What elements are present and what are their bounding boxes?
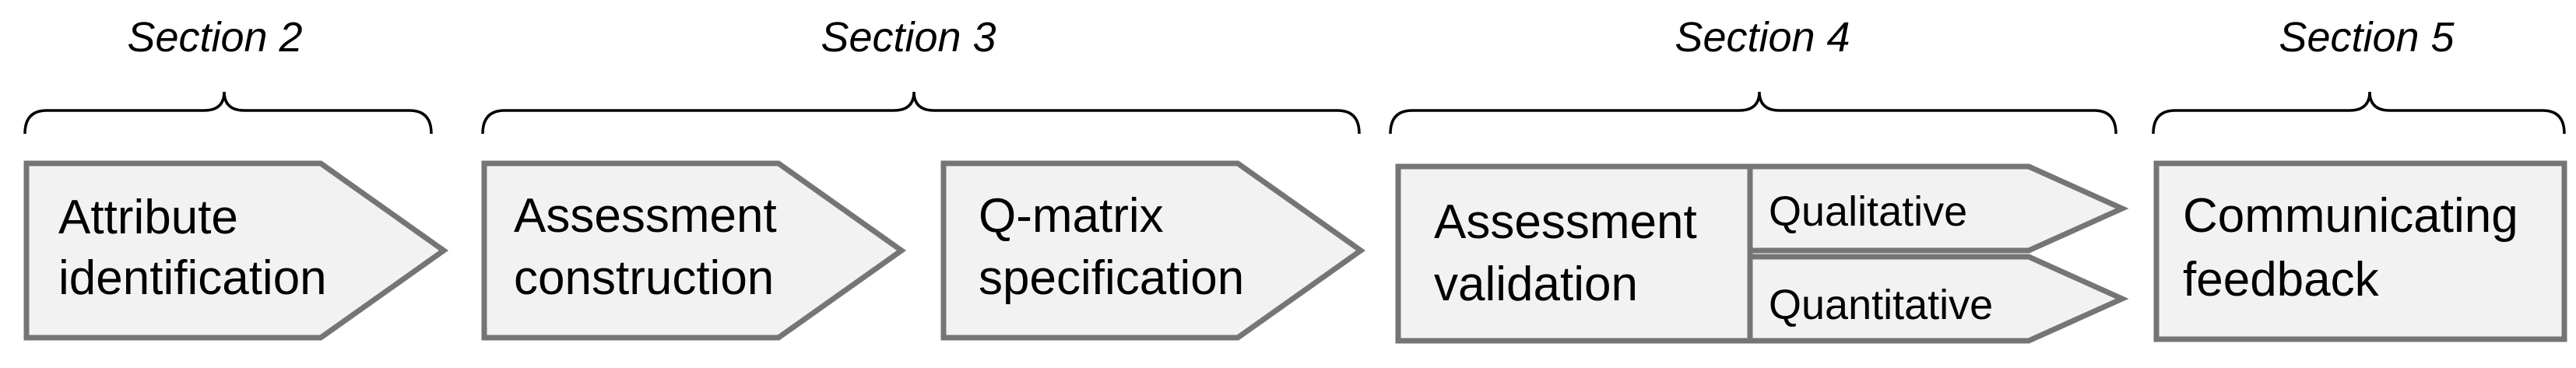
attribute-identification-line2: identification [58,251,327,305]
assessment-construction-line1: Assessment [514,189,777,243]
section-4-label: Section 4 [1675,14,1850,61]
section-2-label: Section 2 [127,14,302,61]
section-2-brace [23,91,433,135]
communicating-feedback-step: Communicating feedback [2153,160,2567,342]
qmatrix-specification-line1: Q-matrix [979,189,1164,243]
assessment-construction-shape [481,160,907,341]
assessment-construction-line2: construction [514,251,774,305]
section-5-label: Section 5 [2279,14,2455,61]
attribute-identification-step: Attribute identification [23,160,449,341]
quantitative-shape [1747,254,2129,344]
qmatrix-specification-line2: specification [979,251,1244,305]
assessment-validation-shape [1395,163,1753,344]
assessment-construction-step: Assessment construction [481,160,907,341]
communicating-feedback-line1: Communicating [2183,189,2518,243]
attribute-identification-line1: Attribute [58,191,238,244]
assessment-validation-step: Assessment validation Qualitative Quanti… [1395,163,2129,344]
assessment-validation-line2: validation [1434,258,1638,311]
qmatrix-specification-step: Q-matrix specification [940,160,1366,341]
section-5-brace [2152,91,2566,135]
communicating-feedback-line2: feedback [2183,253,2380,307]
attribute-identification-shape [23,160,449,341]
qualitative-shape [1747,163,2129,254]
section-3-label: Section 3 [821,14,996,61]
qmatrix-specification-shape [940,160,1366,341]
section-3-brace [481,91,1361,135]
section-4-brace [1389,91,2117,135]
quantitative-label: Quantitative [1769,282,1993,328]
qualitative-label: Qualitative [1769,188,1967,235]
assessment-validation-line1: Assessment [1434,195,1697,249]
communicating-feedback-shape [2153,160,2567,342]
